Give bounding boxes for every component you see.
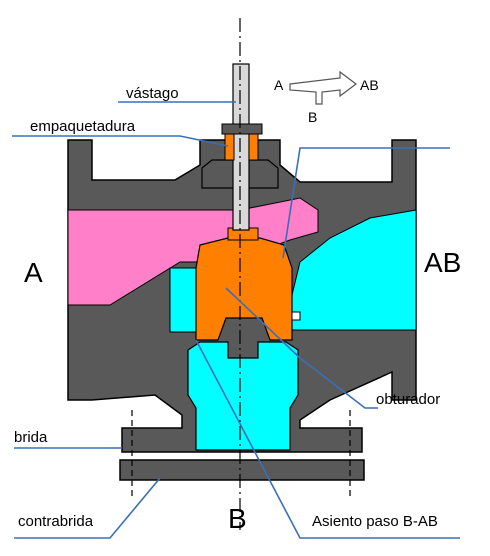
leader-empaquetadura <box>12 135 229 147</box>
legend-arrow-shape <box>289 70 357 105</box>
counter-flange <box>119 459 365 481</box>
label-asiento: Asiento paso B-AB <box>312 513 438 530</box>
left-chamber <box>169 267 197 333</box>
legend-ab: AB <box>360 77 379 93</box>
label-vastago: vástago <box>126 85 179 102</box>
label-contrabrida: contrabrida <box>18 513 94 530</box>
label-port-b: B <box>228 503 247 534</box>
label-port-a: A <box>24 257 43 288</box>
flow-legend: A AB B <box>274 70 379 125</box>
port-b-channel <box>187 341 299 451</box>
guide-nub <box>291 311 301 321</box>
port-a-channel <box>67 197 319 306</box>
port-ab-channel <box>291 209 417 331</box>
label-port-ab: AB <box>424 247 461 278</box>
packing-gland <box>221 123 263 135</box>
label-obturador: obturador <box>376 391 440 408</box>
leader-obturador-2 <box>225 287 378 409</box>
stem <box>232 63 250 231</box>
label-empaquetadura: empaquetadura <box>30 118 136 135</box>
leader-asiento <box>195 339 460 539</box>
legend-b: B <box>308 109 317 125</box>
leader-contrabrida <box>14 477 161 539</box>
label-brida: brida <box>14 429 48 446</box>
legend-a: A <box>274 77 284 93</box>
leader-obturador <box>282 147 450 259</box>
